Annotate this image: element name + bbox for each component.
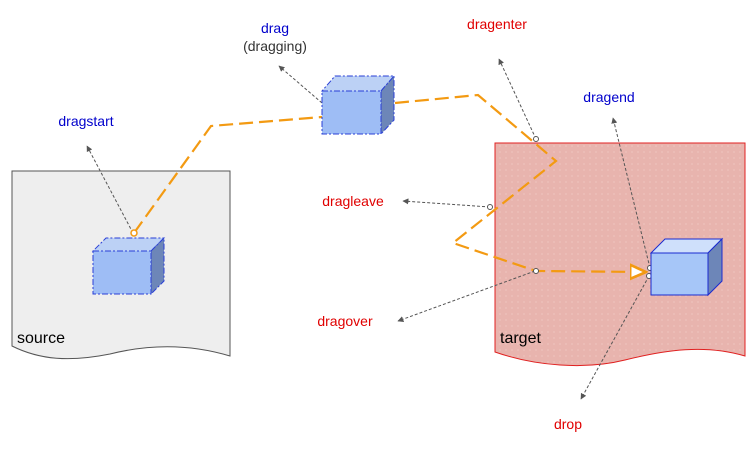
pointer-dragenter [498,58,537,140]
label-dragover: dragover [317,313,373,329]
point-dragstart [130,229,138,237]
pointer-dragstart [86,145,134,234]
dragged-item-source-cube[interactable] [91,236,166,296]
drag-path-2 [394,93,646,272]
target-label: target [500,330,541,347]
label-drop: drop [554,416,582,432]
drag-path [133,115,323,234]
label-dragenter: dragenter [467,16,527,32]
label-drag: drag [261,20,289,36]
dragged-item-moving-cube[interactable] [320,74,396,136]
pointer-dragend [611,117,651,269]
pointer-dragover [397,270,536,322]
target-document[interactable]: target [494,142,746,366]
pointer-drop [580,275,650,400]
event-pointers [86,58,651,400]
dropped-item-cube[interactable] [649,237,724,297]
label-dragstart: dragstart [58,113,113,129]
source-label: source [17,330,65,347]
label-drag-note: (dragging) [243,38,307,54]
point-dragenter [533,136,539,142]
point-dragleave [487,204,493,210]
label-dragleave: dragleave [322,193,384,209]
label-dragend: dragend [583,89,634,105]
pointer-dragleave [402,198,491,208]
target-document-shape [494,142,746,366]
pointer-drag [278,65,323,104]
point-dragover [533,268,539,274]
